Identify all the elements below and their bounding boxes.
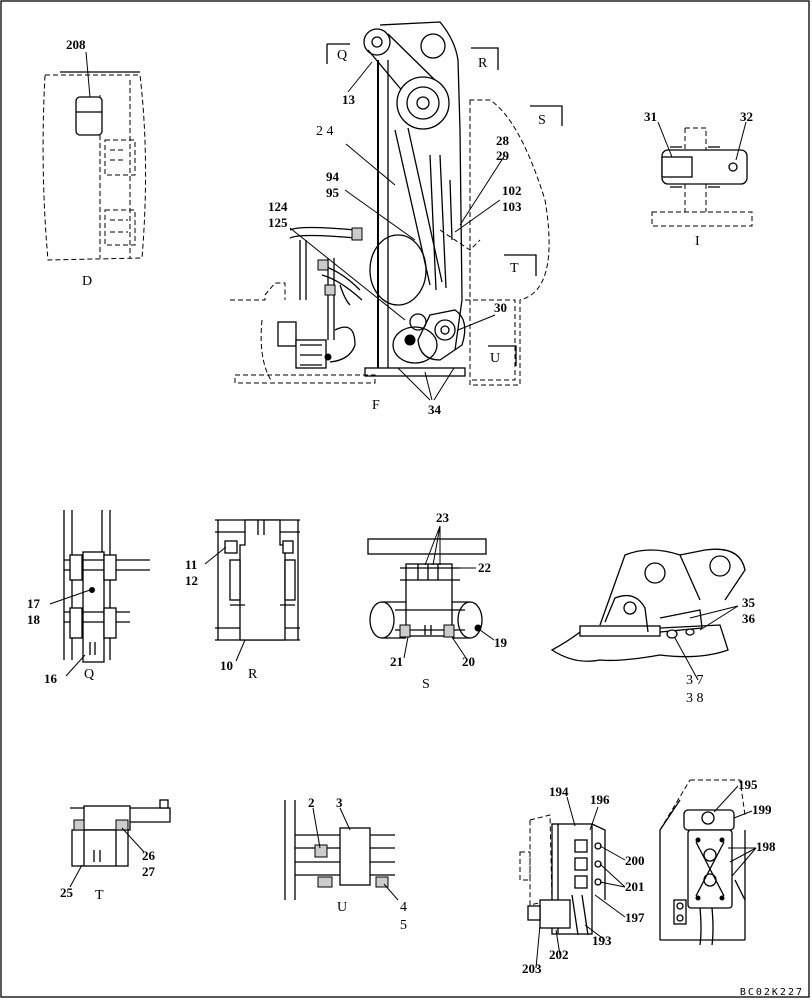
part-callout-30: 30 bbox=[494, 300, 507, 315]
part-callout-26: 26 bbox=[142, 848, 155, 863]
part-callout-208: 208 bbox=[66, 37, 86, 52]
part-callout-18: 18 bbox=[27, 612, 40, 627]
part-callout-196: 196 bbox=[590, 792, 610, 807]
part-callout-29: 29 bbox=[496, 148, 509, 163]
part-callout-32: 32 bbox=[740, 109, 753, 124]
part-callout-102: 102 bbox=[502, 183, 522, 198]
view-label-r: R bbox=[248, 667, 258, 682]
part-callout-35: 35 bbox=[742, 595, 755, 610]
part-callout-21: 21 bbox=[390, 654, 403, 669]
part-callout-193: 193 bbox=[592, 933, 612, 948]
part-callout-34: 34 bbox=[428, 402, 441, 417]
part-callout-201: 201 bbox=[625, 879, 645, 894]
part-callout-36: 36 bbox=[742, 611, 755, 626]
part-callout-95: 95 bbox=[326, 185, 339, 200]
drawing-code: BC02K227 bbox=[739, 987, 804, 998]
part-callout-200: 200 bbox=[625, 853, 645, 868]
view-i-drawing bbox=[651, 121, 753, 227]
part-callout-12: 12 bbox=[185, 573, 198, 588]
part-callout-24: 2 4 bbox=[316, 124, 334, 139]
part-callout-37: 3 7 bbox=[686, 673, 704, 688]
part-callout-16: 16 bbox=[44, 671, 57, 686]
view-193-203-drawing bbox=[519, 796, 626, 969]
view-d-drawing bbox=[42, 51, 147, 261]
part-callout-194: 194 bbox=[549, 784, 569, 799]
part-callout-124: 124 bbox=[268, 199, 288, 214]
view-label-t: T bbox=[95, 888, 104, 903]
view-r-drawing bbox=[204, 519, 300, 662]
part-callout-199: 199 bbox=[752, 802, 772, 817]
view-label-d: D bbox=[82, 274, 93, 289]
part-callout-23: 23 bbox=[436, 510, 449, 525]
view-t-drawing bbox=[69, 799, 171, 888]
part-callout-2: 2 bbox=[308, 795, 315, 810]
part-208-shape bbox=[75, 96, 103, 136]
section-callout-u: U bbox=[490, 351, 501, 366]
part-callout-197: 197 bbox=[625, 910, 645, 925]
section-callout-r: R bbox=[478, 56, 488, 71]
view-label-q: Q bbox=[84, 667, 95, 682]
view-u-drawing bbox=[284, 800, 399, 901]
part-callout-5: 5 bbox=[400, 918, 407, 933]
view-label-f: F bbox=[372, 398, 380, 413]
part-callout-125: 125 bbox=[268, 215, 288, 230]
part-callout-27: 27 bbox=[142, 864, 155, 879]
part-callout-38: 3 8 bbox=[686, 691, 704, 706]
part-callout-19: 19 bbox=[494, 635, 507, 650]
section-callout-t: T bbox=[510, 261, 519, 276]
part-callout-17: 17 bbox=[27, 596, 40, 611]
part-callout-25: 25 bbox=[60, 885, 73, 900]
part-callout-4: 4 bbox=[400, 900, 407, 915]
part-callout-198: 198 bbox=[756, 839, 776, 854]
view-f-drawing bbox=[230, 21, 563, 401]
view-35-38-drawing bbox=[550, 548, 746, 681]
part-callout-203: 203 bbox=[522, 961, 542, 976]
view-label-i: I bbox=[695, 234, 700, 249]
view-label-s: S bbox=[422, 677, 430, 692]
view-label-u: U bbox=[337, 900, 348, 915]
section-callout-q: Q bbox=[337, 48, 348, 63]
part-callout-3: 3 bbox=[336, 795, 343, 810]
part-callout-31: 31 bbox=[644, 109, 657, 124]
part-callout-11: 11 bbox=[185, 557, 198, 572]
part-callout-20: 20 bbox=[462, 654, 475, 669]
part-callout-22: 22 bbox=[478, 560, 491, 575]
part-callout-195: 195 bbox=[738, 777, 758, 792]
view-q-drawing bbox=[49, 510, 150, 677]
part-callout-28: 28 bbox=[496, 133, 509, 148]
view-s-drawing bbox=[367, 525, 495, 659]
part-callout-103: 103 bbox=[502, 199, 522, 214]
view-195-199-drawing bbox=[659, 779, 757, 946]
section-callout-s: S bbox=[538, 113, 546, 128]
part-callout-94: 94 bbox=[326, 169, 339, 184]
part-callout-10: 10 bbox=[220, 658, 233, 673]
part-callout-13: 13 bbox=[342, 92, 355, 107]
part-callout-202: 202 bbox=[549, 947, 569, 962]
